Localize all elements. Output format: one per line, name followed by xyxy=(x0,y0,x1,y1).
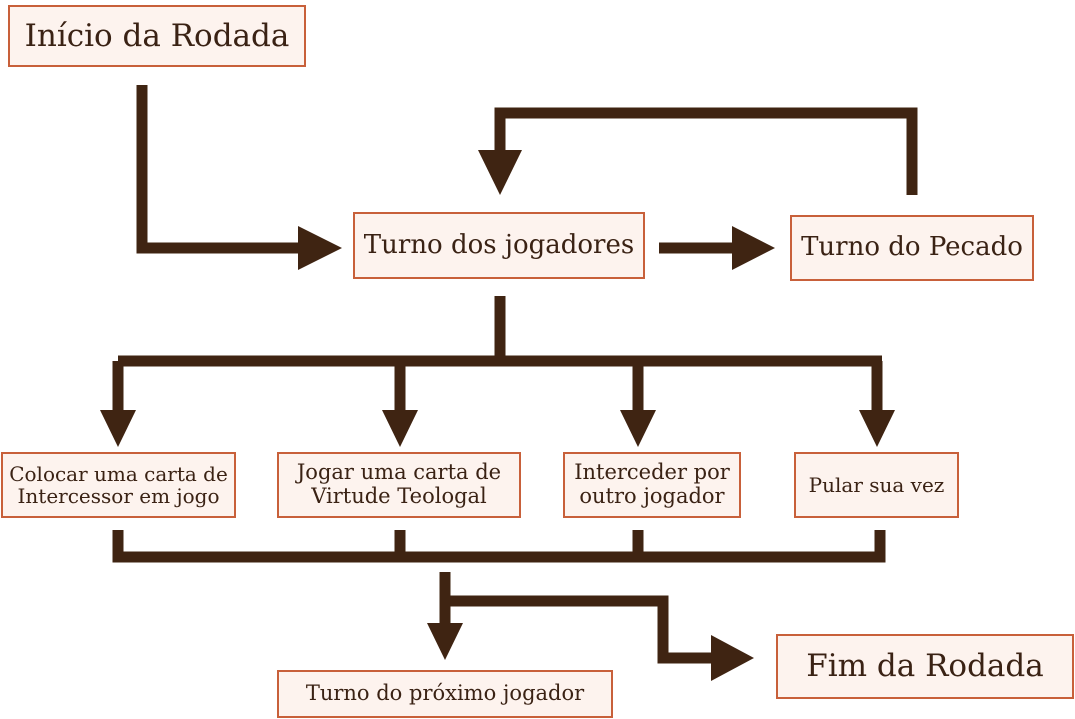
node-label-line: Virtude Teologal xyxy=(311,484,487,508)
node-label-line: Interceder por xyxy=(574,460,730,485)
arrowhead-right xyxy=(732,226,775,270)
node-label: Turno do Pecado xyxy=(801,232,1023,263)
node-interceder: Interceder por outro jogador xyxy=(563,452,741,518)
arrowhead-down xyxy=(478,150,522,195)
node-turno-do-pecado: Turno do Pecado xyxy=(790,215,1034,281)
node-fim-da-rodada: Fim da Rodada xyxy=(776,634,1074,699)
arrowhead-down xyxy=(859,410,895,447)
node-label: Início da Rodada xyxy=(24,17,290,54)
arrowhead-right xyxy=(711,635,754,681)
node-label: Pular sua vez xyxy=(808,472,945,497)
node-inicio-da-rodada: Início da Rodada xyxy=(8,5,306,67)
node-label: Turno dos jogadores xyxy=(363,229,635,260)
arrowhead-down xyxy=(100,410,136,447)
connector-pecado-loop xyxy=(494,107,918,195)
node-jogar-carta: Jogar uma carta de Virtude Teologal xyxy=(277,452,521,518)
connector-inicio-to-turno xyxy=(136,85,300,254)
node-colocar-carta: Colocar uma carta de Intercessor em jogo xyxy=(1,452,236,518)
arrowhead-right xyxy=(298,226,342,270)
arrowhead-down xyxy=(427,623,463,660)
node-label-line: outro jogador xyxy=(579,484,725,508)
arrowhead-down xyxy=(620,410,656,447)
node-label: Fim da Rodada xyxy=(806,648,1044,685)
node-label-line: Intercessor em jogo xyxy=(17,484,220,508)
node-label-line: Jogar uma carta de xyxy=(296,460,502,485)
arrowhead-down xyxy=(382,410,418,447)
node-label: Turno do próximo jogador xyxy=(305,681,585,706)
connector-to-fim xyxy=(445,595,713,664)
node-turno-do-proximo-jogador: Turno do próximo jogador xyxy=(277,670,613,718)
node-label-line: Colocar uma carta de xyxy=(9,461,228,486)
connector-merge-bar xyxy=(112,530,886,563)
arrow-layer xyxy=(100,85,918,681)
node-turno-dos-jogadores: Turno dos jogadores xyxy=(353,212,645,279)
node-pular-sua-vez: Pular sua vez xyxy=(794,452,959,518)
